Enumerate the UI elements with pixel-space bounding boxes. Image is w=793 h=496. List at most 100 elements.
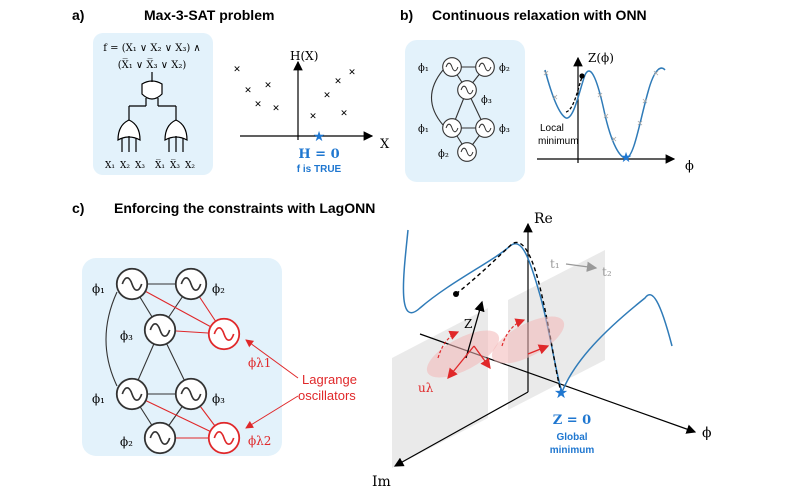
- node-label: ϕ₂: [438, 149, 449, 160]
- cross-mark-icon: ✕: [334, 77, 342, 87]
- lagrange-oscillator-icon: [207, 317, 241, 351]
- oscillator-icon: [115, 267, 149, 301]
- cross-mark-icon: ✕: [348, 68, 356, 78]
- local-min-label-2: minimum: [538, 136, 579, 147]
- global-label-2: minimum: [550, 445, 595, 456]
- descent-path: [455, 241, 561, 389]
- hx-ylabel: H(X): [290, 49, 318, 63]
- cross-mark-icon: ✕: [264, 81, 272, 91]
- cross-mark-icon: ✕: [323, 91, 331, 101]
- panel-c-label: c): [72, 200, 84, 216]
- lagrange-node-label: ϕλ1: [248, 356, 271, 370]
- gate-input-1: X₁: [105, 161, 115, 171]
- oscillator-icon: [457, 80, 477, 100]
- energy-curve: [402, 229, 673, 395]
- oscillator-icon: [143, 313, 177, 347]
- oscillator-icon: [475, 118, 495, 138]
- z-vector-label: Z: [464, 317, 472, 331]
- sample-mark-icon: ✕: [597, 91, 604, 100]
- lagrange-ellipse-1: [426, 330, 500, 378]
- u-vector: [447, 345, 475, 380]
- oscillator-icon: [115, 377, 149, 411]
- gate-input-3: X₃: [135, 161, 145, 171]
- global-value: Z = 0: [553, 413, 591, 428]
- oscillator-icon: [442, 57, 462, 77]
- hx-xlabel: X: [380, 137, 390, 152]
- node-label: ϕ₂: [212, 282, 225, 296]
- node-label: ϕ₁: [92, 392, 105, 406]
- cross-mark-icon: ✕: [272, 104, 280, 114]
- lagrange-label-1: Lagrange: [302, 372, 357, 387]
- formula-line-1: f = (X₁ ∨ X₂ ∨ X₃) ∧: [103, 43, 200, 54]
- energy-curve: [544, 67, 666, 159]
- lagrange-oscillator-icon: [207, 421, 241, 455]
- panel-b-label: b): [400, 7, 413, 23]
- zphi-plot: Z(ϕ) ϕ ✕ ✕ ✕ ✕ ✕ ✕ ✕ ✕ ★ Local minimum: [537, 51, 694, 174]
- panel-b-box: [405, 40, 525, 182]
- sample-mark-icon: ✕: [603, 112, 610, 121]
- node-label: ϕ₃: [212, 392, 225, 406]
- gate-input-5: X̅₃: [170, 159, 180, 171]
- sample-mark-icon: ✕: [552, 93, 559, 102]
- phi-label: ϕ: [702, 425, 712, 441]
- start-point: [453, 291, 459, 297]
- panel-b-title: Continuous relaxation with ONN: [432, 7, 647, 23]
- oscillator-icon: [475, 57, 495, 77]
- sample-mark-icon: ✕: [642, 97, 649, 106]
- gate-input-4: X̅₁: [155, 159, 165, 171]
- star-icon: ★: [554, 383, 568, 402]
- start-point: [579, 73, 585, 79]
- panel-a-box: [93, 33, 213, 175]
- panel-c-title: Enforcing the constraints with LagONN: [114, 200, 375, 216]
- lagrange-callout: Lagrange oscillators: [245, 339, 357, 429]
- time-start-label: t₁: [550, 257, 560, 271]
- panel-a-label: a): [72, 7, 84, 23]
- cross-mark-icon: ✕: [254, 100, 262, 110]
- star-icon: ★: [313, 129, 326, 145]
- result-value: H = 0: [298, 147, 339, 162]
- lagrange-node-label: ϕλ2: [248, 434, 271, 448]
- im-axis: [393, 391, 529, 467]
- node-label: ϕ₁: [418, 63, 429, 74]
- panel-a: a) Max-3-SAT problem f = (X₁ ∨ X₂ ∨ X₃) …: [72, 7, 390, 175]
- lagrange-ellipse-2: [491, 316, 565, 364]
- node-label: ϕ₁: [418, 124, 429, 135]
- sample-mark-icon: ✕: [653, 69, 660, 78]
- cross-mark-icon: ✕: [244, 86, 252, 96]
- logic-gate-tree: [117, 72, 188, 152]
- sample-mark-icon: ✕: [543, 69, 550, 78]
- oscillator-icon: [174, 267, 208, 301]
- zphi-xlabel: ϕ: [685, 159, 694, 174]
- result-text: f is TRUE: [297, 164, 342, 175]
- node-label: ϕ₃: [481, 95, 492, 106]
- and-gate-icon: [141, 80, 163, 100]
- gate-input-2: X₂: [120, 161, 130, 171]
- u-vector-label: uλ: [418, 381, 434, 395]
- im-label: Im: [372, 474, 391, 490]
- zphi-ylabel: Z(ϕ): [588, 51, 614, 65]
- time-end-label: t₂: [602, 265, 612, 279]
- oscillator-icon: [143, 421, 177, 455]
- star-icon: ★: [620, 150, 633, 166]
- z-vector: [465, 300, 485, 359]
- panel-b: b) Continuous relaxation with ONN ϕ₁ ϕ₂ …: [400, 7, 694, 182]
- global-label-1: Global: [556, 432, 587, 443]
- node-label: ϕ₃: [120, 329, 133, 343]
- hx-plot: H(X) X ✕ ✕ ✕ ✕ ✕ ✕ ✕ ✕ ✕ ✕ ★ H = 0 f is …: [233, 49, 390, 175]
- panel-a-title: Max-3-SAT problem: [144, 7, 274, 23]
- oscillator-icon: [457, 142, 477, 162]
- local-min-label-1: Local: [540, 123, 564, 134]
- cross-mark-icon: ✕: [233, 65, 241, 75]
- sample-mark-icon: ✕: [637, 119, 644, 128]
- cross-mark-icon: ✕: [340, 109, 348, 119]
- oscillator-icon: [442, 118, 462, 138]
- oscillator-icon: [174, 377, 208, 411]
- node-label: ϕ₂: [120, 435, 133, 449]
- node-label: ϕ₂: [499, 63, 510, 74]
- node-label: ϕ₃: [499, 124, 510, 135]
- panel-c: c) Enforcing the constraints with LagONN: [72, 200, 712, 490]
- sample-mark-icon: ✕: [611, 135, 618, 144]
- node-label: ϕ₁: [92, 282, 105, 296]
- time-arrow: [565, 261, 598, 272]
